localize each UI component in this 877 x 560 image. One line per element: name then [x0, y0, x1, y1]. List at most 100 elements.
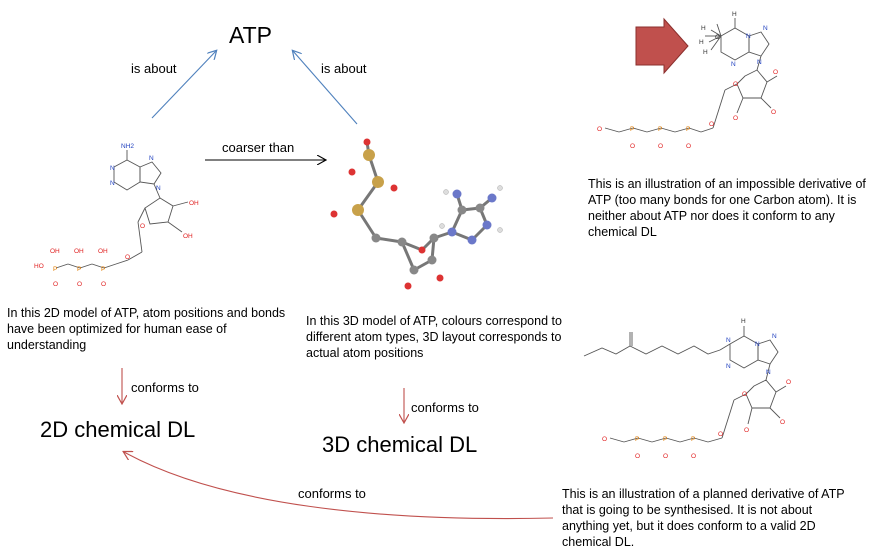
atom-ball	[330, 210, 338, 218]
atom-p: P	[101, 266, 105, 273]
coarser-than-label: coarser than	[222, 140, 295, 155]
atom-ball	[363, 149, 375, 161]
atom-h: H	[703, 49, 708, 56]
atom-oh: OH	[50, 248, 60, 255]
planned-derivative-structure: H N N N N N O O O O O P P P O O O O	[583, 318, 791, 460]
atom-o: O	[602, 436, 607, 443]
is-about-left-label: is about	[131, 61, 177, 76]
atom-oh: OH	[189, 200, 199, 207]
atom-ball	[436, 274, 444, 282]
atom-n: N	[731, 61, 736, 68]
atom-o: O	[663, 453, 668, 460]
atp-2d-structure: NH2 N N N N OH OH O O P P P OH OH OH HO …	[34, 143, 199, 288]
atom-o: O	[733, 81, 738, 88]
atom-p: P	[658, 126, 662, 133]
atom-o: O	[125, 254, 130, 261]
atom-o: O	[635, 453, 640, 460]
atom-ball	[487, 193, 497, 203]
atom-p: P	[630, 126, 634, 133]
atom-o: O	[786, 379, 791, 386]
atom-ball	[497, 185, 503, 191]
atom-ball	[352, 204, 364, 216]
atom-p: P	[663, 436, 667, 443]
atom-oh: OH	[74, 248, 84, 255]
atom-ball	[397, 237, 407, 247]
caption-impossible-derivative: This is an illustration of an impossible…	[588, 177, 866, 239]
atom-o: O	[77, 281, 82, 288]
atom-o: O	[140, 223, 145, 230]
chemical-dl-3d-node: 3D chemical DL	[322, 432, 478, 457]
atom-n: N	[149, 155, 154, 162]
atom-o: O	[597, 126, 602, 133]
atp-node: ATP	[229, 22, 273, 48]
atom-o: O	[718, 431, 723, 438]
atom-n: N	[772, 333, 777, 340]
conforms-planned-arrow	[124, 452, 554, 520]
atom-p: P	[691, 436, 695, 443]
is-about-right-arrow	[293, 51, 358, 125]
atom-h: H	[732, 11, 737, 18]
conforms-2d-label: conforms to	[131, 380, 199, 395]
atom-c: C	[715, 34, 720, 41]
atom-o: O	[686, 143, 691, 150]
atom-ball	[418, 246, 426, 254]
atom-n: N	[763, 25, 768, 32]
atom-oh: OH	[183, 233, 193, 240]
atom-ball	[439, 223, 445, 229]
atom-h: H	[741, 318, 746, 325]
atom-ball	[452, 189, 462, 199]
is-about-left-arrow	[151, 51, 216, 119]
atom-n: N	[110, 180, 115, 187]
atom-ho: HO	[34, 263, 44, 270]
pointer-arrow-icon	[635, 17, 689, 75]
atom-ball	[363, 138, 371, 146]
atom-ball	[497, 227, 503, 233]
atom-h: H	[701, 25, 706, 32]
atom-p: P	[635, 436, 639, 443]
atom-ball	[427, 255, 437, 265]
atom-o: O	[780, 419, 785, 426]
caption-2d-model: In this 2D model of ATP, atom positions …	[7, 306, 286, 352]
atom-n: N	[726, 363, 731, 370]
atom-ball	[390, 184, 398, 192]
atom-n: N	[110, 165, 115, 172]
atom-o: O	[101, 281, 106, 288]
atom-ball	[409, 265, 419, 275]
atom-o: O	[733, 115, 738, 122]
chemical-dl-2d-node: 2D chemical DL	[40, 417, 196, 442]
atom-n: N	[746, 33, 751, 40]
atom-ball	[475, 203, 485, 213]
atom-n: N	[766, 369, 771, 376]
atom-n: N	[726, 337, 731, 344]
atom-ball	[429, 233, 439, 243]
atom-o: O	[691, 453, 696, 460]
atom-ball	[457, 205, 467, 215]
atom-o: O	[744, 427, 749, 434]
atom-p: P	[53, 266, 57, 273]
atom-n: N	[156, 185, 161, 192]
conforms-3d-label: conforms to	[411, 400, 479, 415]
atom-n: N	[755, 341, 760, 348]
atom-o: O	[658, 143, 663, 150]
atom-h: H	[699, 39, 704, 46]
atom-p: P	[77, 266, 81, 273]
atom-ball	[467, 235, 477, 245]
atom-o: O	[773, 69, 778, 76]
atom-o: O	[630, 143, 635, 150]
atom-ball	[443, 189, 449, 195]
atom-nh2: NH2	[121, 143, 134, 150]
atom-n: N	[757, 59, 762, 66]
impossible-derivative-structure: H N N N N C H H H O O O O O P P P O O O …	[597, 11, 778, 150]
atom-o: O	[771, 109, 776, 116]
atom-ball	[372, 176, 384, 188]
atom-p: P	[686, 126, 690, 133]
conforms-planned-label: conforms to	[298, 486, 366, 501]
atom-o: O	[742, 391, 747, 398]
atom-oh: OH	[98, 248, 108, 255]
atom-ball	[482, 220, 492, 230]
atom-ball	[447, 227, 457, 237]
atom-o: O	[53, 281, 58, 288]
caption-planned-derivative: This is an illustration of a planned der…	[562, 487, 845, 549]
caption-3d-model: In this 3D model of ATP, colours corresp…	[306, 314, 562, 360]
